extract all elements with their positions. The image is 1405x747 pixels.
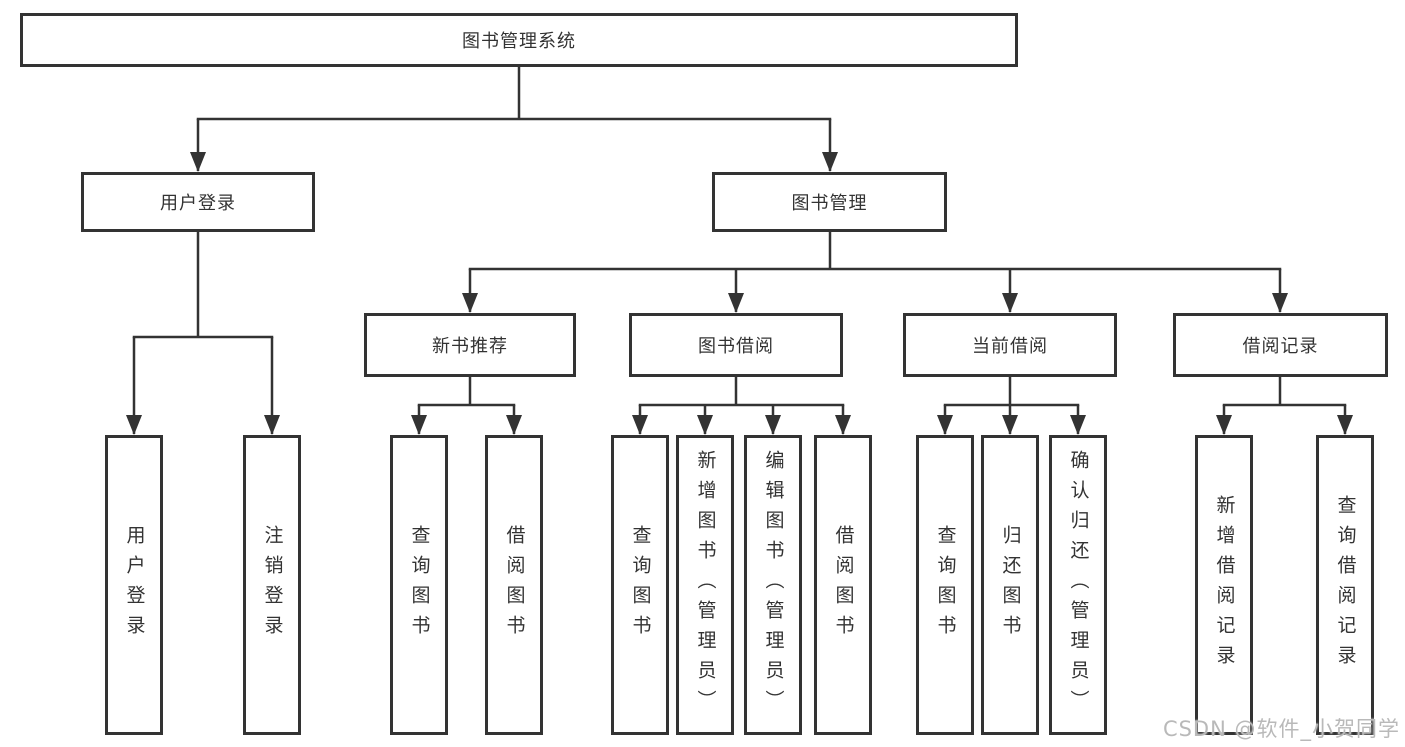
node-label: 新书推荐 (432, 336, 508, 357)
leaf-return-books: 归还图书 (981, 435, 1039, 735)
leaf-query-books-borrowing: 查询图书 (611, 435, 669, 735)
leaf-query-books-recommend: 查询图书 (390, 435, 448, 735)
node-label: 新增图书（管理员） (694, 450, 717, 720)
node-label: 图书管理系统 (462, 31, 576, 52)
node-label: 确认归还（管理员） (1067, 450, 1090, 720)
node-label: 借阅记录 (1242, 336, 1319, 357)
leaf-add-books-admin: 新增图书（管理员） (676, 435, 734, 735)
node-label: 用户登录 (160, 193, 236, 214)
node-label: 查询借阅记录 (1334, 495, 1357, 675)
node-book-borrowing: 图书借阅 (629, 313, 843, 377)
node-label: 图书管理 (791, 193, 868, 214)
node-label: 查询图书 (934, 525, 957, 645)
leaf-edit-books-admin: 编辑图书（管理员） (744, 435, 802, 735)
node-book-management: 图书管理 (712, 172, 947, 232)
node-label: 编辑图书（管理员） (762, 450, 785, 720)
leaf-user-login: 用户登录 (105, 435, 163, 735)
node-label: 查询图书 (629, 525, 652, 645)
node-label: 当前借阅 (972, 336, 1048, 357)
leaf-borrow-books-recommend: 借阅图书 (485, 435, 543, 735)
node-new-book-recommend: 新书推荐 (364, 313, 576, 377)
leaf-add-borrow-record: 新增借阅记录 (1195, 435, 1253, 735)
leaf-logout: 注销登录 (243, 435, 301, 735)
node-current-borrowing: 当前借阅 (903, 313, 1117, 377)
leaf-query-borrow-record: 查询借阅记录 (1316, 435, 1374, 735)
node-label: 用户登录 (123, 525, 146, 645)
node-label: 注销登录 (261, 525, 284, 645)
node-borrowing-records: 借阅记录 (1173, 313, 1388, 377)
node-label: 借阅图书 (832, 525, 855, 645)
node-user-login: 用户登录 (81, 172, 315, 232)
node-label: 新增借阅记录 (1213, 495, 1236, 675)
node-label: 借阅图书 (503, 525, 526, 645)
node-label: 归还图书 (999, 525, 1022, 645)
csdn-watermark: CSDN @软件_小贺同学 (1162, 717, 1400, 741)
leaf-borrow-books: 借阅图书 (814, 435, 872, 735)
leaf-query-books-current: 查询图书 (916, 435, 974, 735)
node-label: 查询图书 (408, 525, 431, 645)
node-label: 图书借阅 (698, 336, 774, 357)
node-library-management-system: 图书管理系统 (20, 13, 1018, 67)
leaf-confirm-return-admin: 确认归还（管理员） (1049, 435, 1107, 735)
